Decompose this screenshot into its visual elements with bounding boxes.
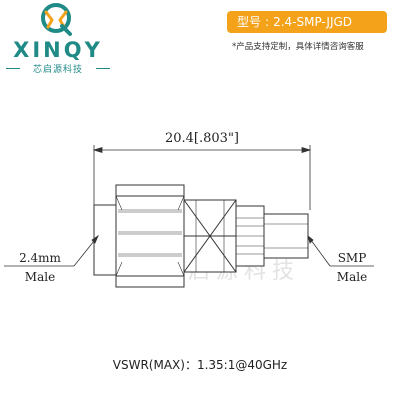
connector-body — [93, 184, 309, 288]
model-label: 型号 — [237, 15, 262, 29]
tagline-rule-left — [6, 68, 20, 69]
right-connector-size: SMP — [338, 251, 367, 265]
smp-grooves — [236, 217, 264, 255]
nut-knurl — [115, 195, 185, 277]
left-connector-gender: Male — [25, 270, 55, 284]
model-badge: 型号:2.4-SMP-JJGD — [227, 11, 387, 33]
smp-interface — [263, 213, 309, 259]
brand-name: XINQY — [13, 38, 103, 62]
length-dimension-label: 20.4[.803"] — [165, 131, 239, 146]
left-nut-rear — [93, 204, 117, 276]
model-value: 2.4-SMP-JJGD — [273, 15, 353, 29]
model-separator: : — [265, 15, 270, 29]
right-callout — [307, 234, 374, 267]
right-callout-arrow — [307, 234, 314, 244]
custom-note: *产品支持定制，具体详情咨询客服 — [232, 42, 364, 52]
brand-tagline: 芯启源科技 — [32, 65, 83, 75]
left-coupling-nut — [115, 184, 185, 288]
dim-arrow-left — [92, 146, 103, 154]
left-callout-arrow — [91, 234, 99, 244]
left-connector-size: 2.4mm — [19, 251, 61, 265]
left-callout — [4, 234, 99, 267]
tagline-rule-right — [96, 68, 110, 69]
logo-mark-icon — [41, 3, 72, 36]
length-dimension — [92, 145, 312, 210]
vswr-spec: VSWR(MAX)：1.35:1@40GHz — [112, 358, 288, 372]
right-connector-gender: Male — [337, 270, 367, 284]
brand-tagline-row: 芯启源科技 — [6, 62, 110, 75]
dim-arrow-right — [301, 146, 312, 154]
brand-logo: XINQY 芯启源科技 — [0, 0, 110, 80]
hex-cross-b — [183, 199, 237, 273]
